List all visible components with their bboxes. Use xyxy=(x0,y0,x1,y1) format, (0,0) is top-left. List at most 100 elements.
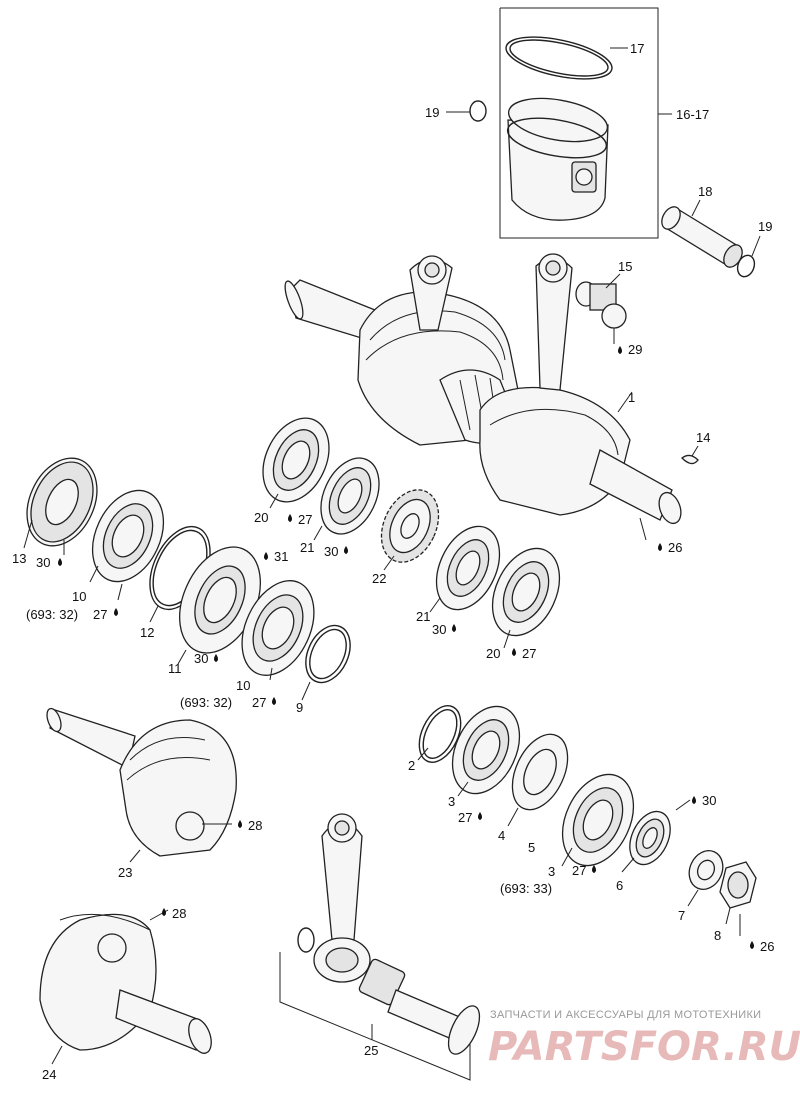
piston-16 xyxy=(506,97,609,221)
label-19: 19 xyxy=(758,219,772,234)
ball-bearing-3-lower xyxy=(561,773,635,867)
callout-labels: 17 19 16-17 18 19 15 29 1 14 26 13 30 10… xyxy=(12,41,774,1082)
ball-bearing-20-upper xyxy=(262,417,330,509)
label-27: 27 xyxy=(572,863,586,878)
label-24: 24 xyxy=(42,1067,56,1082)
label-2: 2 xyxy=(408,758,415,773)
label-3: 3 xyxy=(448,794,455,809)
nut-8 xyxy=(719,861,757,936)
label-3: 3 xyxy=(548,864,555,879)
label-8: 8 xyxy=(714,928,721,943)
oil-seal-11 xyxy=(177,546,261,665)
label-20: 20 xyxy=(486,646,500,661)
oil-drop-icon xyxy=(114,608,118,616)
label-26: 26 xyxy=(760,939,774,954)
label-5: 5 xyxy=(528,840,535,855)
label-10: 10 xyxy=(236,678,250,693)
ball-bearing-3-upper xyxy=(451,705,521,797)
label-693-32: (693: 32) xyxy=(180,695,232,710)
label-17: 17 xyxy=(630,41,644,56)
oil-drop-icon xyxy=(658,543,662,551)
crank-half-23 xyxy=(46,707,237,863)
washer-7 xyxy=(687,850,724,907)
oil-seal-6 xyxy=(621,799,691,873)
label-18: 18 xyxy=(698,184,712,199)
label-14: 14 xyxy=(696,430,710,445)
piston-group xyxy=(446,7,672,239)
oil-drop-icon xyxy=(58,558,62,566)
label-20: 20 xyxy=(254,510,268,525)
label-22: 22 xyxy=(372,571,386,586)
label-27: 27 xyxy=(298,512,312,527)
oil-drop-icon xyxy=(452,624,456,632)
oil-drop-icon xyxy=(288,514,292,522)
needle-bearing-15 xyxy=(575,273,627,344)
oil-drop-icon xyxy=(592,865,596,873)
label-30: 30 xyxy=(194,651,208,666)
label-7: 7 xyxy=(678,908,685,923)
watermark-tagline: ЗАПЧАСТИ И АКСЕССУАРЫ ДЛЯ МОТОТЕХНИКИ xyxy=(490,1009,761,1021)
watermark: ЗАПЧАСТИ И АКСЕССУАРЫ ДЛЯ МОТОТЕХНИКИ PA… xyxy=(488,1009,800,1070)
piston-ring-17 xyxy=(505,36,613,80)
oil-drop-icon xyxy=(478,812,482,820)
label-13: 13 xyxy=(12,551,26,566)
label-21: 21 xyxy=(300,540,314,555)
label-693-33: (693: 33) xyxy=(500,881,552,896)
ring-9 xyxy=(305,624,351,684)
label-21: 21 xyxy=(416,609,430,624)
crank-half-24 xyxy=(39,909,212,1065)
label-16-17: 16-17 xyxy=(676,107,709,122)
ball-bearing-20-lower xyxy=(491,547,561,649)
label-28: 28 xyxy=(248,818,262,833)
oil-drop-icon xyxy=(344,546,348,554)
label-9: 9 xyxy=(296,700,303,715)
label-29: 29 xyxy=(628,342,642,357)
oil-seal-21-lower xyxy=(429,525,501,613)
label-11: 11 xyxy=(168,661,182,676)
label-26: 26 xyxy=(668,540,682,555)
woodruff-key-14 xyxy=(681,454,699,465)
oil-drop-icons xyxy=(58,346,754,949)
label-23: 23 xyxy=(118,865,132,880)
oil-drop-icon xyxy=(692,796,696,804)
oil-drop-icon xyxy=(512,648,516,656)
oil-drop-icon xyxy=(618,346,622,354)
label-10: 10 xyxy=(72,589,86,604)
washer-4 xyxy=(507,733,569,827)
ball-bearing-10-upper xyxy=(89,489,165,601)
circlip-19-right xyxy=(736,254,756,278)
label-4: 4 xyxy=(498,828,505,843)
label-31: 31 xyxy=(274,549,288,564)
oil-drop-icon xyxy=(238,820,242,828)
oil-seal-13 xyxy=(23,457,98,555)
gear-22 xyxy=(380,489,440,571)
label-30: 30 xyxy=(324,544,338,559)
label-15: 15 xyxy=(618,259,632,274)
label-30: 30 xyxy=(432,622,446,637)
label-25: 25 xyxy=(364,1043,378,1058)
label-12: 12 xyxy=(140,625,154,640)
label-27: 27 xyxy=(252,695,266,710)
label-30: 30 xyxy=(36,555,50,570)
oil-seal-21-upper xyxy=(313,457,380,541)
ball-bearing-10-lower xyxy=(241,580,315,681)
label-1: 1 xyxy=(628,390,635,405)
piston-pin-18 xyxy=(661,199,743,268)
watermark-logo: PARTSFOR.RU xyxy=(488,1024,800,1070)
conrod-kit-25 xyxy=(279,813,481,1081)
circlip-19-left xyxy=(469,100,487,122)
oil-drop-icon xyxy=(264,552,268,560)
label-693-32: (693: 32) xyxy=(26,607,78,622)
label-6: 6 xyxy=(616,878,623,893)
label-19: 19 xyxy=(425,105,439,120)
label-27: 27 xyxy=(458,810,472,825)
crankshaft-1 xyxy=(284,253,682,541)
oil-drop-icon xyxy=(272,697,276,705)
oil-drop-icon xyxy=(214,654,218,662)
label-28: 28 xyxy=(172,906,186,921)
label-27: 27 xyxy=(93,607,107,622)
label-30: 30 xyxy=(702,793,716,808)
oil-drop-icon xyxy=(162,908,166,916)
oil-drop-icon xyxy=(750,941,754,949)
